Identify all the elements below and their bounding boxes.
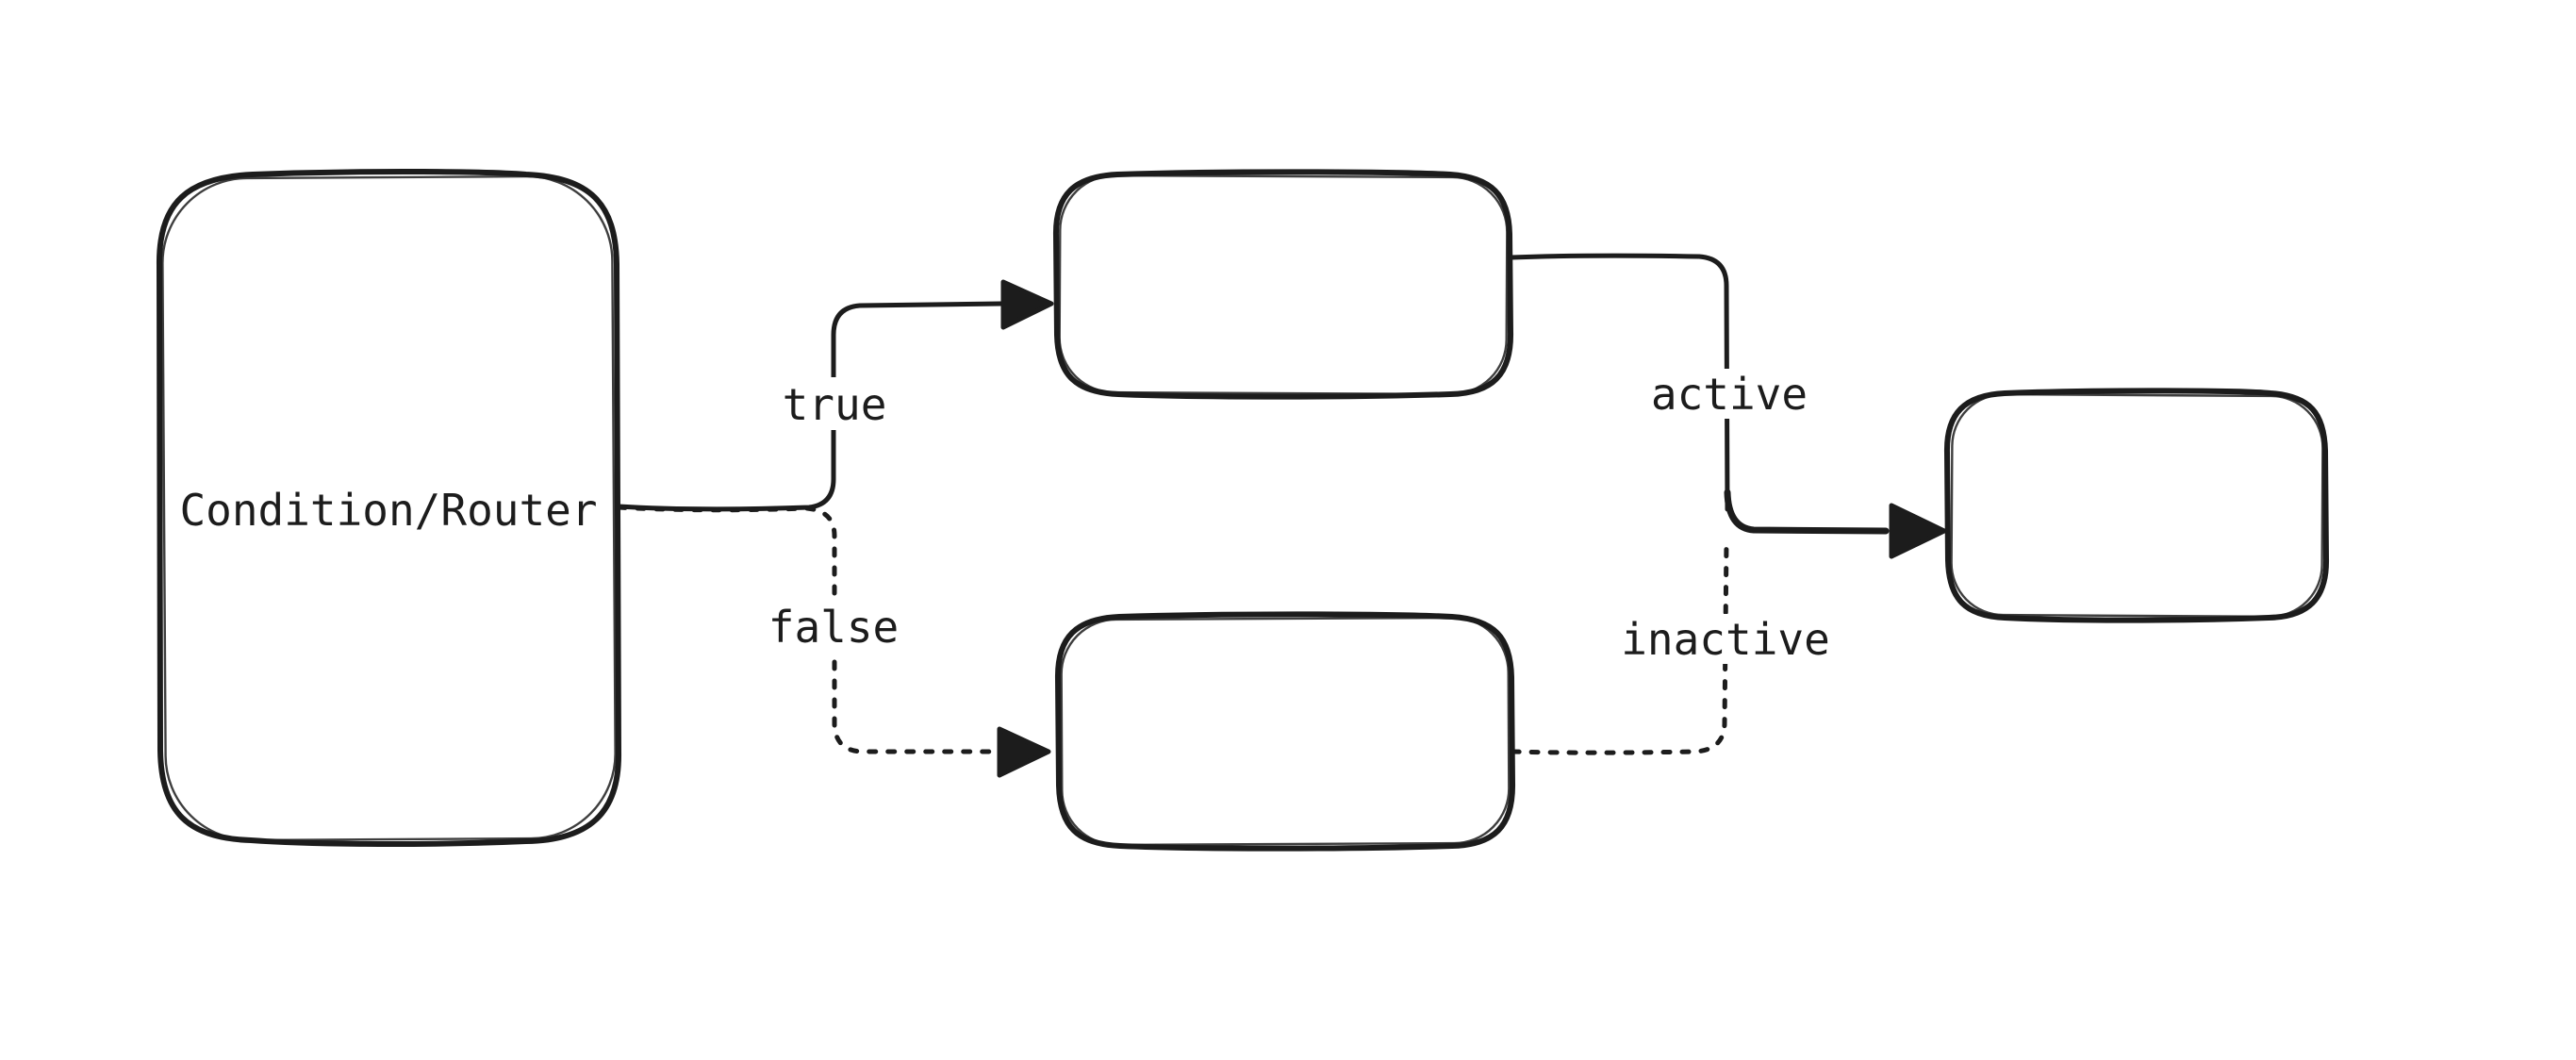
node-condition-router: Condition/Router [156, 168, 622, 847]
node-true-branch [1052, 169, 1514, 400]
edge-active [1509, 253, 1730, 512]
edge-label-active-bg [1644, 369, 1814, 419]
node-condition-router-label: Condition/Router [179, 485, 597, 536]
edge-true [616, 301, 1004, 512]
edge-inactive [1510, 538, 1729, 755]
edge-active-arrowhead-icon [1889, 503, 1947, 559]
node-output [1943, 388, 2330, 623]
edge-false-arrowhead-icon [997, 726, 1051, 778]
edge-label-true-text: true [783, 379, 887, 430]
edge-label-true: true [779, 377, 890, 430]
edge-label-active-text: active [1651, 369, 1808, 420]
edge-label-inactive-bg [1620, 614, 1831, 664]
edge-label-false-text: false [768, 602, 899, 653]
edge-false [616, 505, 995, 754]
edge-label-false: false [766, 600, 901, 653]
edge-label-false-bg [766, 600, 901, 653]
edge-label-inactive-text: inactive [1621, 614, 1830, 665]
edge-label-inactive: inactive [1620, 614, 1831, 665]
edge-label-active: active [1644, 369, 1814, 420]
node-false-branch [1054, 611, 1516, 852]
edge-label-true-bg [779, 377, 890, 430]
edge-true-arrowhead-icon [1000, 279, 1054, 330]
edge-active-final-segment [1724, 489, 1890, 535]
